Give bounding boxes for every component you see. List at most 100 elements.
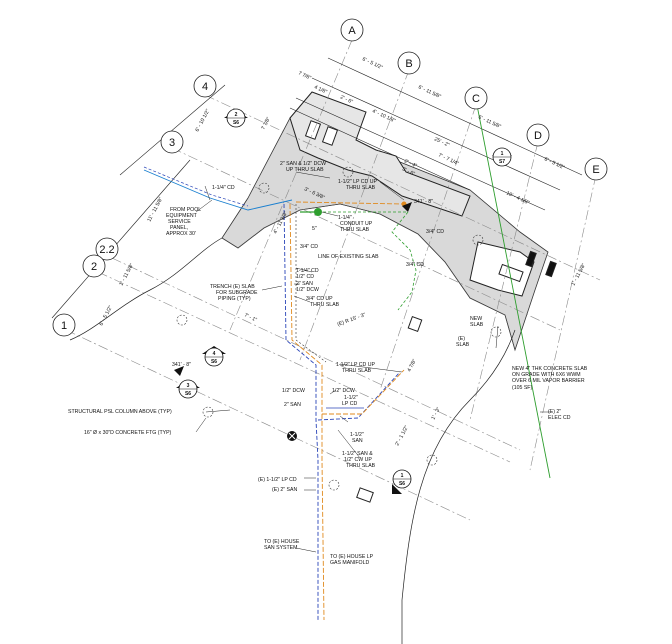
note: THRU SLAB [346, 185, 376, 191]
section-marker-2-S6[interactable]: 2 S6 [224, 108, 248, 128]
note: 2" SAN & 1/2" DCW [280, 161, 326, 167]
note: THRU SLAB [346, 463, 376, 469]
grid-bubble-D: D [526, 123, 550, 147]
note: TRENCH (E) SLAB [210, 284, 255, 290]
section-marker-1-S7[interactable]: 1 S7 [492, 147, 512, 167]
grid-label: B [405, 58, 412, 70]
section-number: 3 [187, 383, 190, 389]
note: 1-1/4" CD [296, 268, 319, 274]
note: EQUIPMENT [166, 213, 198, 219]
note: 3/4" CD [406, 262, 424, 268]
grid-bubble-2-2: 2.2 [95, 237, 119, 261]
grid-bubble-C: C [464, 86, 488, 110]
note: THRU SLAB [342, 368, 372, 374]
section-marker-4-S6[interactable]: 4 S6 [202, 346, 226, 367]
note: 3/4" CD [426, 229, 444, 235]
grid-lines [65, 39, 601, 521]
grid-label: 2.2 [99, 244, 114, 256]
section-sheet: S7 [499, 159, 505, 165]
elevation-label: 341' - 8" [172, 362, 191, 368]
dim-label: 2' - 1 1/2" [394, 425, 410, 447]
note: FROM POOL [170, 207, 201, 213]
existing-slab-lines [69, 237, 516, 644]
grid-bubble-3: 3 [160, 130, 184, 154]
dim-label: 25' - 2" [433, 136, 450, 148]
note: 1/2" CD [296, 274, 314, 280]
section-marker-1-S6[interactable]: 1 S6 [392, 469, 412, 494]
note: (E) 2" SAN [272, 487, 297, 493]
note: SAN SYSTEM [264, 545, 297, 551]
grid-label: 3 [169, 137, 175, 149]
section-sheet: S6 [233, 120, 239, 126]
note: PIPING (TYP) [218, 296, 251, 302]
grid-bubble-A: A [340, 18, 364, 42]
grid-bubble-2: 2 [82, 254, 106, 278]
note: 1-1/2" [350, 432, 364, 438]
note: 1-1/2" SAN & [342, 451, 373, 457]
grid-bubble-4: 4 [193, 74, 217, 98]
dim-label: 4 1/8" [313, 84, 328, 95]
grid-label: A [348, 25, 356, 37]
note: FOR SUBGRADE [216, 290, 258, 296]
note: 1/2" DCW [332, 388, 355, 394]
dim-label: 7 7/8" [297, 70, 312, 81]
dim-label: 1' - 11 5/8" [118, 262, 135, 286]
note: (E) R 15' - 3" [337, 312, 367, 328]
dim-label: 6' - 5 1/2" [98, 305, 114, 327]
note: LINE OF EXISTING SLAB [318, 254, 379, 260]
note: THRU SLAB [310, 302, 340, 308]
grid-bubble-E: E [584, 157, 608, 181]
note: 1-1/4" CD [212, 185, 235, 191]
note: (E) 2" [548, 409, 561, 415]
dim-label: 7 7/8" [260, 116, 272, 131]
note: (E) 1-1/2" LP CD [258, 477, 297, 483]
note: 1-1/4" [338, 215, 352, 221]
footings [176, 166, 502, 491]
pipe-riser-symbols [287, 201, 407, 441]
grid-label: 4 [202, 81, 208, 93]
note: SERVICE [168, 219, 191, 225]
note: 1-1/2" [344, 395, 358, 401]
grid-label: C [472, 93, 480, 105]
note: THRU SLAB [340, 227, 370, 233]
elevation-label: 341' - 8" [414, 199, 433, 205]
section-number: 2 [235, 112, 238, 118]
dim-label: 4' - 10 1/8" [371, 108, 396, 124]
note: NEW [470, 316, 482, 322]
note: 2" SAN [284, 402, 301, 408]
dim-label: 11' - 11 5/8" [146, 196, 164, 223]
note: 1/2" CW UP [344, 457, 372, 463]
section-number: 1 [401, 473, 404, 479]
note: UP THRU SLAB [286, 167, 324, 173]
dim-label: 6' - 11 5/8" [417, 84, 442, 100]
note: 1-1/2" LP CD UP [336, 362, 375, 368]
dim-label: 3' - 6" [401, 166, 416, 177]
dim-label: 6' - 5 1/2" [543, 156, 565, 171]
dim-label: 2' - 6" [339, 94, 354, 105]
grid-label: 2 [91, 261, 97, 273]
note: ELEC CD [548, 415, 571, 421]
section-number: 4 [213, 351, 216, 357]
note: ON GRADE WITH 6X6 WWM [512, 372, 581, 378]
note: SLAB [470, 322, 484, 328]
section-sheet: S6 [211, 359, 217, 365]
dim-label: 6' - 11 5/8" [477, 114, 502, 130]
elevation-marker: 341' - 8" 341' - 8" [172, 199, 433, 376]
note: 2" SAN [296, 281, 313, 287]
note: 16" Ø x 30"D CONCRETE FTG (TYP) [84, 430, 172, 436]
note: TO (E) HOUSE [264, 539, 300, 545]
note: NEW 4" THK CONCRETE SLAB [512, 366, 588, 372]
leader-lines [195, 171, 550, 553]
grid-label: D [534, 130, 542, 142]
dim-label: 4 7/8" [406, 358, 418, 373]
grid-label: 1 [61, 320, 67, 332]
note: (105 SF) [512, 385, 532, 391]
note: 3/4" CD [300, 244, 318, 250]
note: SLAB [456, 342, 470, 348]
section-sheet: S6 [399, 481, 405, 487]
note: GAS MANIFOLD [330, 560, 369, 566]
note: LP CD [342, 401, 357, 407]
dim-label: 7' - 1" [243, 312, 258, 323]
section-marker-3-S6[interactable]: 3 S6 [176, 379, 200, 399]
dim-label: 7' - 7 1/4" [437, 152, 459, 167]
